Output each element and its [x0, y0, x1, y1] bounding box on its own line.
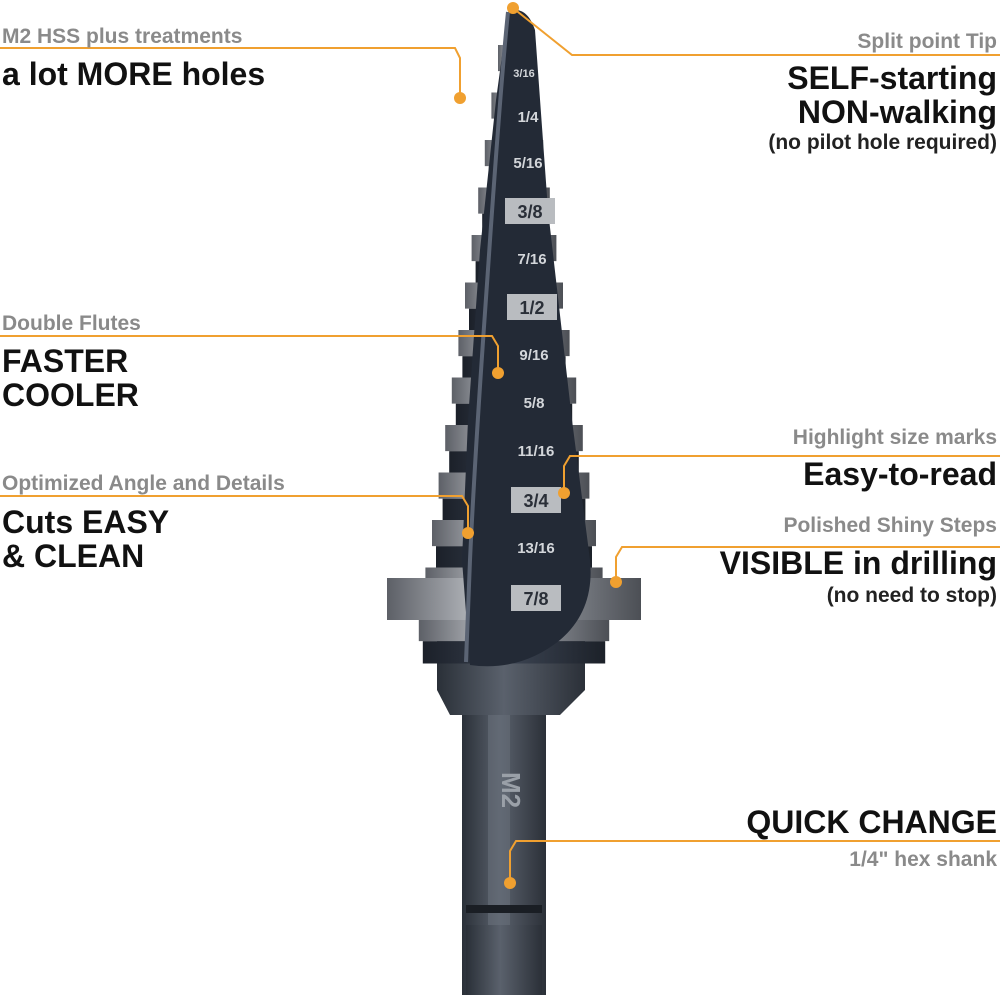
hss-headline: a lot MORE holes — [2, 56, 266, 92]
shank-caption: 1/4" hex shank — [849, 848, 997, 871]
size-mark: 5/16 — [513, 155, 542, 172]
dot-angle — [462, 527, 474, 539]
dot-marks — [558, 487, 570, 499]
dot-steps — [610, 576, 622, 588]
steps-note: (no need to stop) — [826, 584, 997, 607]
size-mark: 13/16 — [517, 540, 555, 557]
dot-hss — [454, 92, 466, 104]
leader-hss — [0, 47, 461, 97]
marks-caption: Highlight size marks — [792, 426, 997, 449]
hss-caption: M2 HSS plus treatments — [2, 25, 243, 48]
size-mark-label: 11/16 — [518, 443, 555, 460]
tip-caption: Split point Tip — [857, 30, 997, 53]
tip-note: (no pilot hole required) — [768, 131, 997, 154]
tip-headline-2: NON-walking — [797, 94, 997, 130]
size-mark: 1/4 — [518, 109, 540, 126]
tip-headline-1: SELF-starting — [787, 60, 997, 96]
leader-lines — [0, 7, 1000, 882]
leader-marks — [563, 455, 1000, 492]
flutes-headline-2: COOLER — [2, 377, 139, 413]
leader-angle — [0, 495, 469, 532]
leader-flutes — [0, 335, 499, 372]
size-mark: 11/16 — [518, 443, 555, 460]
steps-headline: VISIBLE in drilling — [719, 545, 997, 581]
angle-headline-1: Cuts EASY — [2, 504, 170, 540]
size-mark-label: 3/8 — [517, 202, 542, 222]
size-mark-highlight — [505, 198, 555, 224]
angle-caption: Optimized Angle and Details — [2, 472, 285, 495]
steps-caption: Polished Shiny Steps — [783, 514, 997, 537]
size-mark-label: 1/2 — [519, 298, 544, 318]
dot-shank — [504, 877, 516, 889]
size-mark-label: 5/8 — [524, 395, 545, 412]
leader-dots — [454, 2, 622, 889]
size-mark-label: 1/4 — [518, 109, 540, 126]
size-mark-label: 3/16 — [513, 68, 534, 80]
size-mark-highlight — [511, 487, 561, 513]
flutes-caption: Double Flutes — [2, 312, 141, 335]
size-mark: 3/16 — [513, 68, 534, 80]
size-mark: 7/8 — [511, 585, 561, 611]
shank-marking: M2 — [496, 772, 526, 808]
leader-steps — [615, 546, 1000, 580]
size-mark: 1/2 — [507, 294, 557, 320]
leader-tip — [512, 7, 1000, 56]
flutes-headline-1: FASTER — [2, 343, 129, 379]
marks-headline: Easy-to-read — [803, 456, 997, 492]
flute-edge — [464, 11, 510, 663]
angle-headline-2: & CLEAN — [2, 538, 145, 574]
size-marks: 3/16 1/4 5/16 3/8 7/16 1/2 9/16 5/8 11/16 3/4 13/1… — [505, 68, 561, 611]
size-mark: 5/8 — [524, 395, 545, 412]
size-mark-label: 13/16 — [517, 540, 555, 557]
size-mark: 3/4 — [511, 487, 561, 513]
dot-flutes — [492, 367, 504, 379]
dot-tip — [507, 2, 519, 14]
size-mark-highlight — [511, 585, 561, 611]
size-mark: 9/16 — [519, 347, 548, 364]
size-mark: 7/16 — [517, 251, 546, 268]
leader-shank — [509, 840, 1000, 882]
hex-shank — [462, 700, 546, 995]
size-mark-label: 9/16 — [519, 347, 548, 364]
size-mark-label: 7/8 — [523, 589, 548, 609]
size-mark-label: 5/16 — [513, 155, 542, 172]
size-mark-label: 3/4 — [523, 491, 548, 511]
size-mark-highlight — [507, 294, 557, 320]
shank-headline: QUICK CHANGE — [746, 804, 997, 840]
size-mark: 3/8 — [505, 198, 555, 224]
size-mark-label: 7/16 — [517, 251, 546, 268]
